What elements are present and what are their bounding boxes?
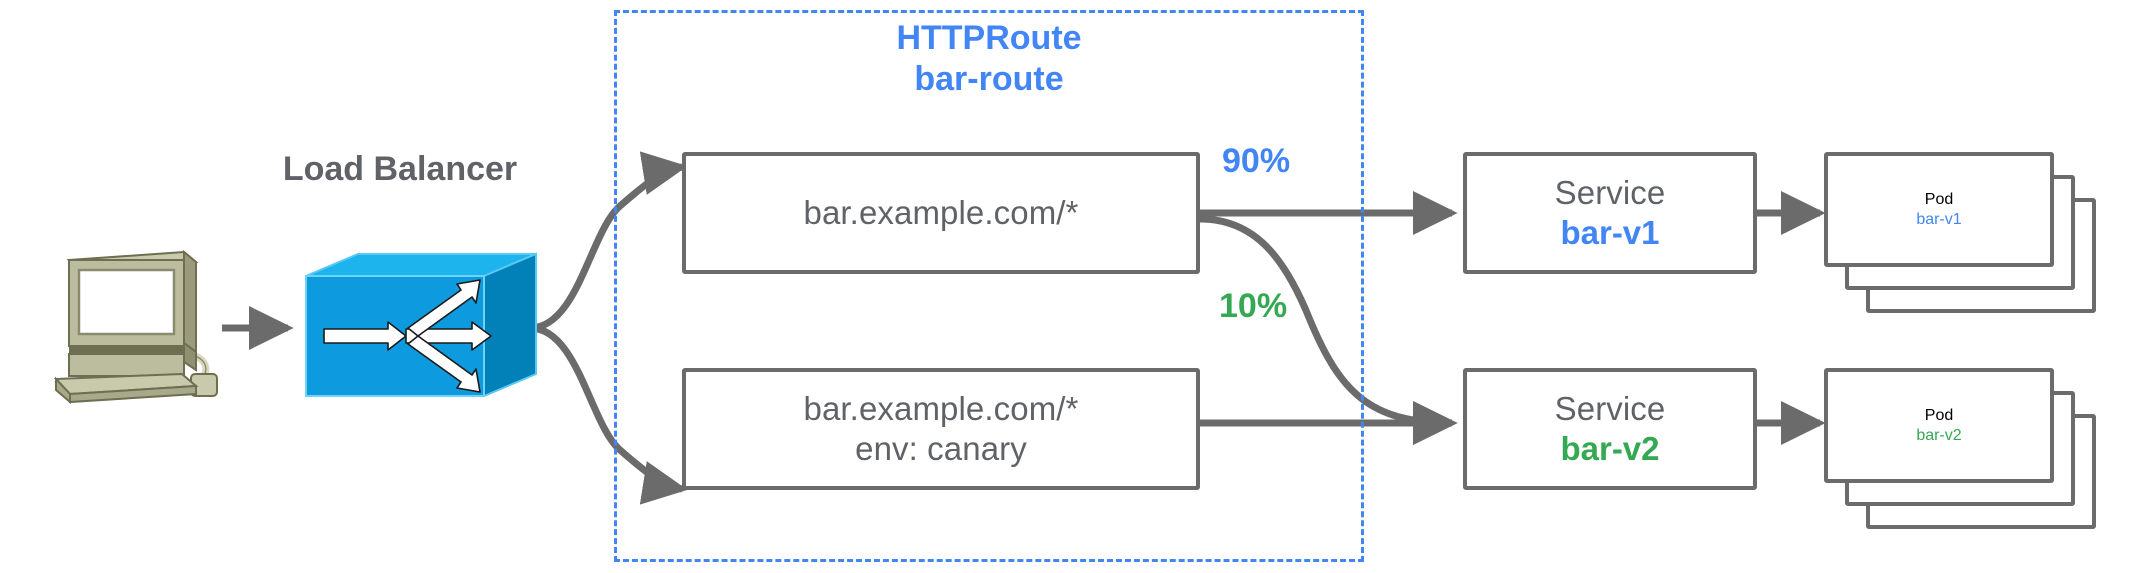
weight-label-10: 10% (1219, 287, 1288, 325)
pod-stack-bar-v1[interactable]: Pod bar-v1 (1824, 152, 2114, 327)
pod-v2-name: bar-v2 (1916, 426, 1962, 444)
pod-stack-bar-v2[interactable]: Pod bar-v2 (1824, 368, 2114, 543)
pod-replica-1[interactable]: Pod bar-v2 (1824, 368, 2054, 483)
rule-2-line-1: bar.example.com/* (803, 389, 1079, 427)
rule-box-1[interactable]: bar.example.com/* (682, 152, 1200, 274)
service-v1-name: bar-v1 (1560, 214, 1660, 251)
pod-v2-kind: Pod (1924, 406, 1954, 424)
load-balancer-icon (296, 246, 546, 406)
httproute-name-label: bar-route (914, 60, 1064, 99)
service-v2-name: bar-v2 (1560, 430, 1660, 467)
service-box-bar-v1[interactable]: Service bar-v1 (1463, 152, 1757, 274)
load-balancer-label: Load Balancer (282, 150, 518, 188)
httproute-kind-label: HTTPRoute (896, 19, 1082, 57)
pod-v1-kind: Pod (1924, 190, 1954, 208)
weight-label-90: 90% (1222, 142, 1291, 180)
rule-1-line-1: bar.example.com/* (803, 193, 1079, 231)
workstation-icon (34, 246, 224, 406)
service-v1-kind: Service (1554, 173, 1666, 211)
rule-2-line-2: env: canary (855, 430, 1027, 467)
service-v2-kind: Service (1554, 389, 1666, 427)
rule-box-2[interactable]: bar.example.com/* env: canary (682, 368, 1200, 490)
httproute-group-title: HTTPRoute bar-route (614, 18, 1364, 101)
pod-v1-name: bar-v1 (1916, 210, 1962, 228)
pod-replica-1[interactable]: Pod bar-v1 (1824, 152, 2054, 267)
service-box-bar-v2[interactable]: Service bar-v2 (1463, 368, 1757, 490)
